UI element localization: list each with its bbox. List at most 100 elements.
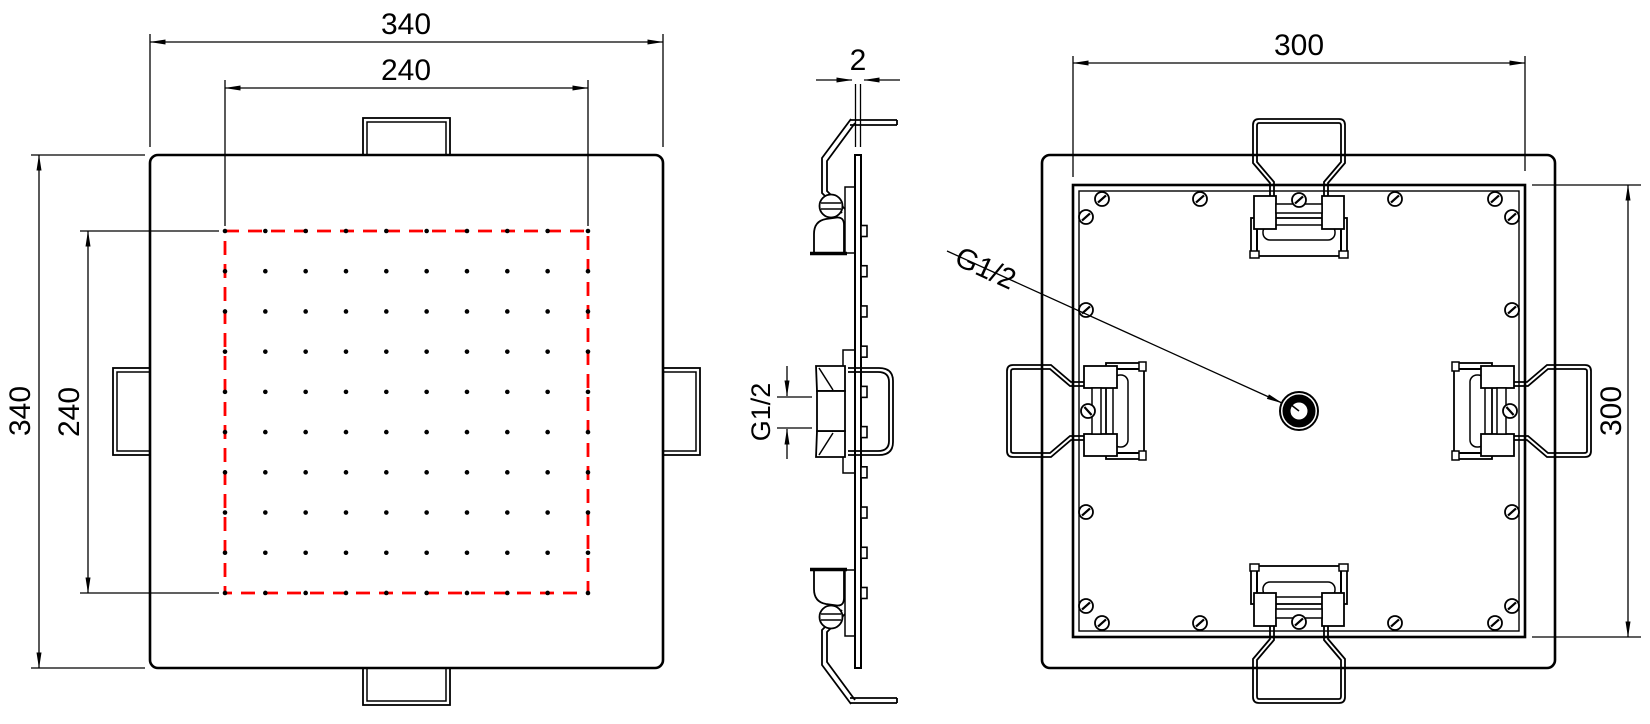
nozzle-dot [303, 550, 308, 556]
nozzle-dot [384, 429, 389, 435]
nozzle-dot [464, 550, 470, 556]
nozzle-dot [343, 429, 349, 435]
nozzle-dot [263, 389, 268, 395]
screw-icon [1504, 209, 1520, 225]
nozzle-dot [343, 510, 349, 515]
nozzle-dot [585, 590, 591, 596]
front-tab-left [112, 367, 154, 456]
nozzle-dot [384, 550, 389, 556]
screw-icon [1192, 615, 1208, 631]
nozzle-dot [343, 470, 349, 475]
nozzle-dot [343, 309, 349, 314]
nozzle-dot [424, 470, 429, 475]
nozzle-dot [303, 590, 308, 596]
nozzle-dot [384, 268, 389, 274]
dim-front-width: 340 [149, 8, 664, 147]
nozzle-dot [585, 550, 591, 556]
nozzle-bump [860, 385, 868, 399]
nozzle-dot [585, 470, 591, 475]
nozzle-dot [464, 429, 470, 435]
nozzle-dot [505, 470, 510, 475]
screw-icon [1487, 615, 1503, 631]
back-screws [1078, 191, 1520, 631]
screw-icon [1504, 598, 1520, 614]
nozzle-bump [860, 466, 868, 479]
front-tab-right [659, 367, 701, 456]
nozzle-dot [464, 389, 470, 395]
nozzle-dot [343, 349, 349, 354]
nozzle-dot [222, 268, 228, 274]
dim-label-back-width: 300 [1274, 29, 1324, 62]
nozzle-dot [384, 228, 389, 234]
nozzle-dot [424, 590, 429, 596]
screw-icon [1192, 191, 1208, 207]
nozzle-dot [585, 349, 591, 354]
nozzle-dot [222, 389, 228, 395]
nozzle-dot [424, 550, 429, 556]
nozzle-dot [424, 389, 429, 395]
nozzle-dot [424, 429, 429, 435]
dim-front-height: 340 [4, 154, 145, 669]
nozzle-bump [860, 425, 868, 439]
screw-icon [1504, 302, 1520, 318]
nozzle-bump [860, 506, 868, 519]
nozzle-dot [303, 228, 308, 234]
nozzle-dot [384, 309, 389, 314]
dim-label-front-spray-height: 240 [53, 387, 86, 437]
side-inlet-connector [815, 365, 894, 458]
nozzle-dot [505, 429, 510, 435]
side-clip-bottom [810, 567, 898, 705]
nozzle-dot [505, 590, 510, 596]
leader-label-back-thread: G1/2 [950, 241, 1020, 296]
nozzle-dot [263, 550, 268, 556]
nozzle-dot [545, 268, 550, 274]
nozzle-dot [303, 510, 308, 515]
nozzle-dot [585, 309, 591, 314]
nozzle-dot [384, 590, 389, 596]
nozzle-dot [222, 550, 228, 556]
front-view: 340 240 340 240 [4, 8, 701, 706]
nozzle-bump [860, 546, 868, 560]
nozzle-grid [222, 228, 591, 596]
nozzle-dot [303, 349, 308, 354]
side-plate-edge [854, 154, 862, 669]
screw-icon [1504, 504, 1520, 520]
nozzle-dot [384, 470, 389, 475]
nozzle-dot [464, 470, 470, 475]
screw-icon [1094, 615, 1110, 631]
screw-icon [1487, 191, 1503, 207]
nozzle-dot [505, 228, 510, 234]
screw-icon [1387, 191, 1403, 207]
nozzle-dot [263, 470, 268, 475]
g12-center-port [1279, 391, 1319, 431]
screw-icon [1078, 302, 1094, 318]
nozzle-dot [545, 510, 550, 515]
dim-label-front-width: 340 [381, 8, 431, 41]
nozzle-dot [343, 268, 349, 274]
nozzle-dot [464, 590, 470, 596]
nozzle-dot [545, 349, 550, 354]
nozzle-dot [424, 309, 429, 314]
nozzle-dot [343, 228, 349, 234]
nozzle-dot [545, 309, 550, 314]
nozzle-dot [545, 228, 550, 234]
nozzle-dot [263, 349, 268, 354]
front-plate [148, 153, 665, 670]
spring-coil [818, 193, 844, 219]
nozzle-dot [263, 510, 268, 515]
nozzle-dot [545, 470, 550, 475]
nozzle-dot [263, 429, 268, 435]
front-tab-top [362, 117, 451, 159]
nozzle-dot [505, 268, 510, 274]
nozzle-dot [263, 228, 268, 234]
nozzle-dot [222, 590, 228, 596]
back-inner-panel-line [1078, 190, 1520, 632]
dim-label-side-thread: G1/2 [746, 383, 776, 442]
nozzle-dot [464, 349, 470, 354]
nozzle-dot [222, 510, 228, 515]
screw-icon [1094, 191, 1110, 207]
nozzle-dot [222, 349, 228, 354]
nozzle-dot [303, 429, 308, 435]
nozzle-dot [585, 389, 591, 395]
side-nozzle-bumps [860, 224, 868, 600]
